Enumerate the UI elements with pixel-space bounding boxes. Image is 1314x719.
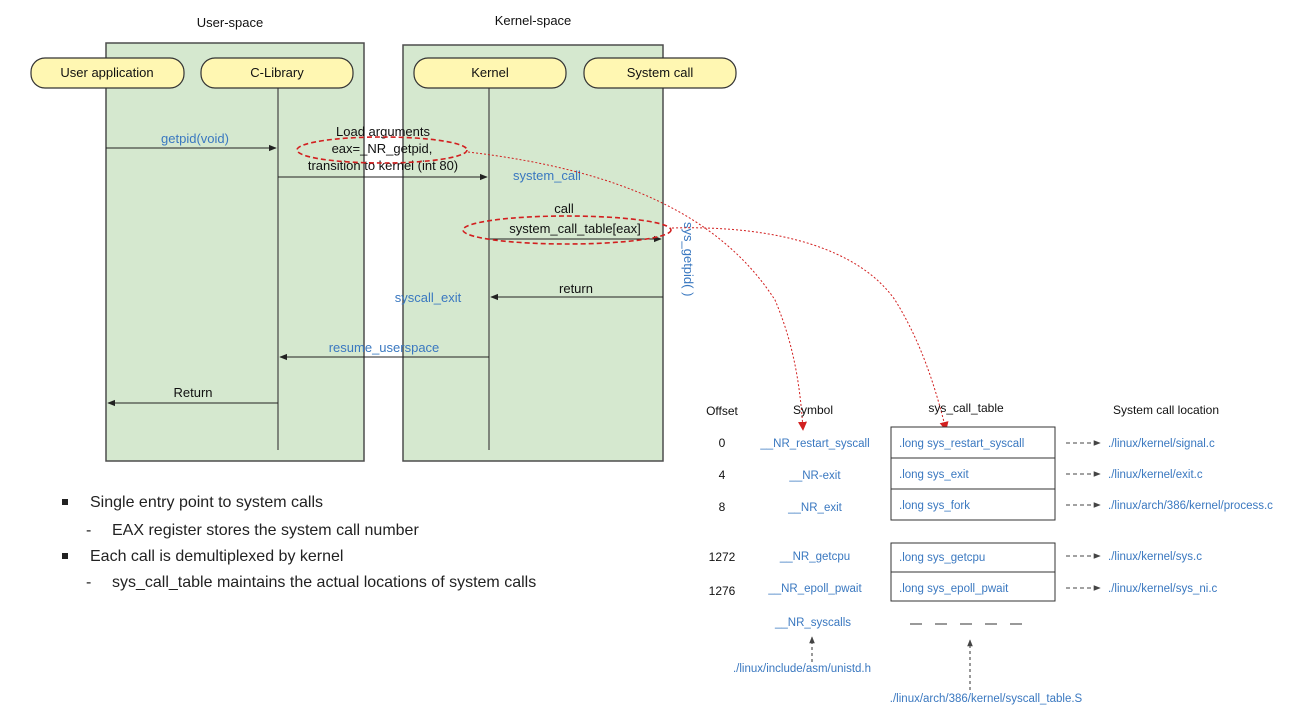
header-offset: Offset: [706, 404, 738, 418]
row-offset: 1272: [709, 550, 736, 564]
bullet-icon: [62, 552, 68, 559]
row-symbol: __NR_epoll_pwait: [767, 583, 862, 595]
bullet-subitem: -sys_call_table maintains the actual loc…: [86, 574, 537, 591]
msg-load-arguments: Load arguments: [336, 124, 430, 139]
row-offset: 4: [719, 468, 726, 482]
msg-resume-userspace: resume_userspace: [329, 340, 440, 355]
user-space-lane: [105, 42, 365, 462]
msg-eax: eax=_NR_getpid,: [332, 141, 433, 156]
row-offset: 1276: [709, 584, 736, 598]
bullet-subtext: EAX register stores the system call numb…: [112, 522, 419, 539]
msg-syscall-exit: syscall_exit: [395, 290, 462, 305]
table-row: 4 __NR-exit .long sys_exit ./linux/kerne…: [719, 468, 1203, 482]
msg-return-user: Return: [173, 385, 212, 400]
bullet-item: Each call is demultiplexed by kernel: [62, 548, 343, 566]
header-location: System call location: [1113, 403, 1219, 417]
msg-sys-getpid: sys_getpid( ): [681, 222, 696, 296]
header-sys-call-table: sys_call_table: [928, 401, 1004, 415]
nr-syscalls-label: __NR_syscalls: [774, 617, 851, 629]
row-symbol: __NR_getcpu: [779, 551, 850, 563]
row-location: ./linux/arch/386/kernel/process.c: [1108, 500, 1273, 512]
table-row: 1272 __NR_getcpu .long sys_getcpu ./linu…: [709, 550, 1203, 564]
actor-c-library-label: C-Library: [250, 65, 304, 80]
unistd-path: ./linux/include/asm/unistd.h: [733, 663, 871, 675]
row-offset: 8: [719, 500, 726, 514]
bullet-icon: [62, 498, 68, 505]
row-entry: .long sys_restart_syscall: [899, 438, 1024, 450]
actor-user-application-label: User application: [60, 65, 153, 80]
kernel-space-label: Kernel-space: [495, 13, 572, 28]
row-symbol: __NR_exit: [787, 502, 842, 514]
msg-getpid: getpid(void): [161, 131, 229, 146]
row-entry: .long sys_exit: [899, 469, 969, 481]
table-row: 1276 __NR_epoll_pwait .long sys_epoll_pw…: [709, 583, 1218, 598]
row-symbol: __NR-exit: [788, 470, 841, 482]
row-location: ./linux/kernel/exit.c: [1108, 469, 1203, 481]
row-symbol: __NR_restart_syscall: [759, 438, 869, 450]
row-offset: 0: [719, 436, 726, 450]
bullet-item: Single entry point to system calls: [62, 494, 323, 512]
row-entry: .long sys_getcpu: [899, 552, 985, 564]
row-entry: .long sys_epoll_pwait: [899, 583, 1009, 595]
msg-call-table: system_call_table[eax]: [509, 221, 641, 236]
msg-return: return: [559, 281, 593, 296]
actor-system-call-label: System call: [627, 65, 694, 80]
user-space-label: User-space: [197, 15, 263, 30]
connector-table-to-entry: [671, 227, 949, 431]
highlight-eax: [296, 136, 468, 164]
bullet-subitem: -EAX register stores the system call num…: [86, 522, 419, 539]
table-row: 0 __NR_restart_syscall .long sys_restart…: [719, 436, 1215, 450]
header-symbol: Symbol: [793, 403, 833, 417]
table-row: 8 __NR_exit .long sys_fork ./linux/arch/…: [719, 500, 1274, 514]
kernel-space-lane: [402, 44, 664, 462]
row-location: ./linux/kernel/sys.c: [1108, 551, 1202, 563]
msg-system-call: system_call: [513, 168, 581, 183]
actor-user-application: User application: [30, 57, 185, 89]
syscall-table-s-path: ./linux/arch/386/kernel/syscall_table.S: [890, 693, 1083, 705]
sys-call-table-block-1: [890, 426, 1056, 521]
actor-system-call: System call: [583, 57, 737, 89]
highlight-call-table: [462, 215, 672, 245]
msg-call: call: [554, 201, 574, 216]
bullet-subtext: sys_call_table maintains the actual loca…: [112, 574, 537, 591]
actor-kernel: Kernel: [413, 57, 567, 89]
row-entry: .long sys_fork: [899, 500, 970, 512]
row-location: ./linux/kernel/signal.c: [1108, 438, 1215, 450]
bullet-text: Single entry point to system calls: [90, 494, 323, 511]
bullet-text: Each call is demultiplexed by kernel: [90, 548, 344, 565]
actor-kernel-label: Kernel: [471, 65, 509, 80]
actor-c-library: C-Library: [200, 57, 354, 89]
row-location: ./linux/kernel/sys_ni.c: [1108, 583, 1218, 595]
